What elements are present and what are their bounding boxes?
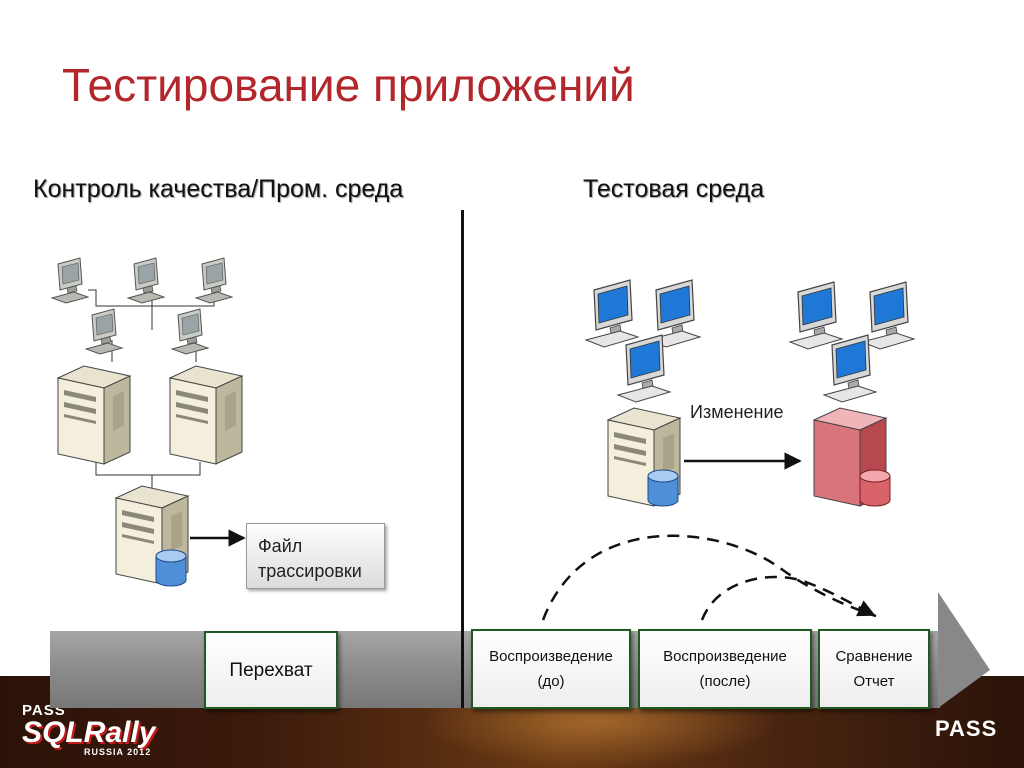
production-server-icon: [169, 365, 243, 465]
pass-logo: PASS: [935, 716, 998, 741]
test-client-computer-icon: [823, 334, 877, 403]
compare-flow-arrow: [541, 534, 877, 621]
client-computer-icon: [195, 257, 233, 304]
database-icon: [155, 549, 187, 587]
section-qa-production: Контроль качества/Пром. среда: [33, 175, 404, 203]
client-computer-icon: [85, 308, 123, 355]
step-compare-report: Сравнение Отчет: [818, 629, 930, 709]
network-lines: [88, 289, 215, 488]
client-computer-icon: [171, 308, 209, 355]
test-client-computer-icon: [861, 281, 915, 350]
step-capture: Перехват: [204, 631, 338, 709]
changed-database-icon: [859, 469, 891, 507]
slide-title: Тестирование приложений: [62, 59, 635, 111]
database-icon: [647, 469, 679, 507]
process-arrow-head: [938, 592, 990, 708]
change-label: Изменение: [690, 402, 784, 422]
section-divider: [461, 210, 464, 708]
client-computer-icon: [51, 257, 89, 304]
trace-file-box: Файл трассировки: [246, 523, 385, 589]
section-test-environment: Тестовая среда: [583, 175, 764, 203]
test-client-computer-icon: [617, 334, 671, 403]
step-replay-after: Воспроизведение (после): [638, 629, 812, 709]
compare-flow-arrow: [700, 575, 876, 621]
test-client-computer-icon: [789, 281, 843, 350]
production-server-icon: [57, 365, 131, 465]
client-computer-icon: [127, 257, 165, 304]
test-client-computer-icon: [585, 279, 639, 348]
sqlrally-logo: PASS SQLRally RUSSIA 2012: [22, 702, 156, 757]
step-replay-before: Воспроизведение (до): [471, 629, 631, 709]
